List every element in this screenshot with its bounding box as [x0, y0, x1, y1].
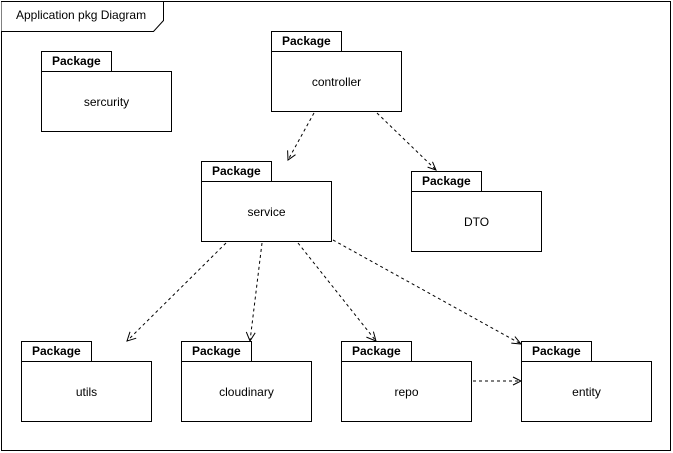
- package-utils[interactable]: utils: [21, 361, 152, 422]
- arrowhead-icon: [511, 336, 523, 345]
- package-tab-controller: Package: [271, 31, 342, 52]
- package-service[interactable]: service: [201, 181, 332, 242]
- dependency-service-cloudinary: [249, 242, 263, 342]
- package-controller[interactable]: controller: [271, 51, 402, 112]
- arrowhead-icon: [427, 161, 437, 171]
- dependency-controller-dto: [376, 112, 437, 171]
- package-cloudinary[interactable]: cloudinary: [181, 361, 312, 422]
- arrowhead-icon: [245, 331, 256, 343]
- arrowhead-icon: [512, 376, 523, 386]
- package-tab-cloudinary: Package: [181, 341, 252, 362]
- dependency-service-entity: [332, 239, 522, 345]
- package-name: controller: [311, 74, 362, 89]
- package-repo[interactable]: repo: [341, 361, 472, 422]
- frame-title-tab: [1, 1, 164, 32]
- dependency-service-utils: [126, 242, 227, 342]
- package-name: service: [247, 204, 286, 219]
- package-name: repo: [394, 384, 419, 399]
- package-name: DTO: [463, 214, 490, 229]
- arrowhead-icon: [126, 331, 137, 342]
- package-dto[interactable]: DTO: [411, 191, 542, 252]
- arrowhead-icon: [366, 331, 377, 342]
- package-sercurity[interactable]: sercurity: [41, 71, 172, 132]
- package-tab-dto: Package: [411, 171, 482, 192]
- arrowhead-icon: [287, 150, 296, 161]
- dependency-service-repo: [297, 242, 377, 342]
- package-name: cloudinary: [219, 384, 274, 399]
- package-tab-utils: Package: [21, 341, 92, 362]
- package-name: entity: [572, 384, 601, 399]
- package-name: sercurity: [83, 94, 130, 109]
- package-entity[interactable]: entity: [521, 361, 652, 422]
- dependency-controller-service: [287, 112, 315, 161]
- package-name: utils: [75, 384, 98, 399]
- diagram-title: Application pkg Diagram: [16, 8, 147, 22]
- package-tab-sercurity: Package: [41, 51, 112, 72]
